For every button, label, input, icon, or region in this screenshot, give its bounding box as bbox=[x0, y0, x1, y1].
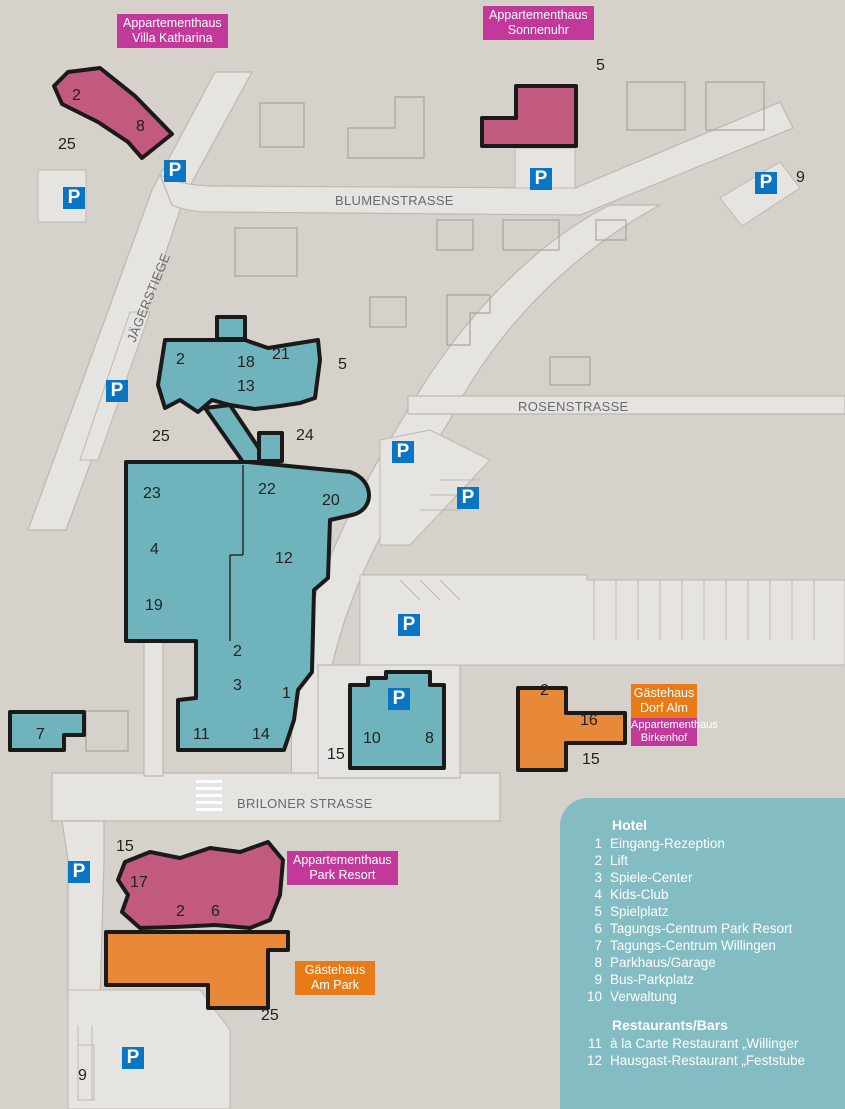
label-da-15: 15 bbox=[582, 751, 600, 768]
building-villa-katharina bbox=[52, 66, 174, 160]
parking-icon: P bbox=[388, 688, 410, 710]
street-label-briloner-strasse: BRILONER STRASSE bbox=[237, 796, 373, 811]
crosswalk bbox=[196, 780, 222, 811]
label-20: 20 bbox=[322, 492, 340, 509]
parking-icon: P bbox=[392, 441, 414, 463]
road-rosenstrasse bbox=[407, 395, 845, 415]
label-pr-17: 17 bbox=[130, 874, 148, 891]
label-c-2: 2 bbox=[233, 643, 242, 660]
parking-icon: P bbox=[63, 187, 85, 209]
parking-lot-south bbox=[67, 989, 231, 1109]
label-m-13: 13 bbox=[237, 378, 255, 395]
building-sonnenuhr bbox=[480, 84, 578, 148]
road-jaegerstiege bbox=[27, 71, 254, 531]
parking-icon: P bbox=[106, 380, 128, 402]
parking-icon: P bbox=[164, 160, 186, 182]
label-23: 23 bbox=[143, 485, 161, 502]
parking-icon: P bbox=[398, 614, 420, 636]
legend-heading-hotel: Hotel bbox=[612, 817, 647, 833]
label-lot-9: 9 bbox=[78, 1067, 87, 1084]
parking-lot-northwest bbox=[37, 169, 87, 223]
label-pr-6: 6 bbox=[211, 903, 220, 920]
label-pr-15: 15 bbox=[116, 838, 134, 855]
street-label-blumenstrasse: BLUMENSTRASSE bbox=[335, 193, 454, 208]
guesthouse-buildings bbox=[104, 686, 627, 1010]
parking-icon: P bbox=[530, 168, 552, 190]
road-west-lane bbox=[143, 640, 164, 777]
label-m-2: 2 bbox=[176, 351, 185, 368]
label-c-14: 14 bbox=[252, 726, 270, 743]
apartment-buildings bbox=[52, 66, 578, 930]
parking-icon: P bbox=[68, 861, 90, 883]
label-c-1: 1 bbox=[282, 685, 291, 702]
building-main-hotel bbox=[124, 460, 371, 752]
label-g-10: 10 bbox=[363, 730, 381, 747]
label-12: 12 bbox=[275, 550, 293, 567]
label-ap-25: 25 bbox=[261, 1007, 279, 1024]
label-c-3: 3 bbox=[233, 677, 242, 694]
road-south-lane bbox=[61, 820, 105, 1001]
label-25-north: 25 bbox=[58, 136, 76, 153]
building-north-tower bbox=[215, 315, 247, 341]
building-park-resort bbox=[116, 840, 285, 930]
label-22: 22 bbox=[258, 481, 276, 498]
parking-icon: P bbox=[755, 172, 777, 194]
label-19: 19 bbox=[145, 597, 163, 614]
label-villa-katharina: Appartementhaus Villa Katharina bbox=[117, 14, 228, 48]
label-pr-2: 2 bbox=[176, 903, 185, 920]
label-am-park: Gästehaus Am Park bbox=[295, 961, 375, 995]
parking-icon: P bbox=[122, 1047, 144, 1069]
label-m-21: 21 bbox=[272, 346, 290, 363]
label-m-18: 18 bbox=[237, 354, 255, 371]
label-sonnenuhr: Appartementhaus Sonnenuhr bbox=[483, 6, 594, 40]
label-24: 24 bbox=[296, 427, 314, 444]
roads bbox=[27, 71, 845, 1109]
label-bus-9: 9 bbox=[796, 169, 805, 186]
label-g-8: 8 bbox=[425, 730, 434, 747]
building-dorf-alm bbox=[516, 686, 627, 772]
building-garage bbox=[348, 670, 446, 770]
label-4: 4 bbox=[150, 541, 159, 558]
label-birkenhof: Appartementhaus Birkenhof bbox=[631, 718, 718, 746]
parking-icon: P bbox=[457, 487, 479, 509]
parking-lot-east bbox=[359, 574, 845, 666]
building-tower-24 bbox=[257, 431, 284, 463]
label-dorf-alm: Gästehaus Dorf Alm bbox=[631, 684, 697, 718]
hotel-buildings bbox=[8, 315, 446, 770]
label-25-middle: 25 bbox=[152, 428, 170, 445]
neighbour-buildings bbox=[85, 81, 765, 752]
building-tagungs-willingen bbox=[8, 710, 86, 752]
building-north-wing bbox=[156, 338, 322, 414]
label-sonnenuhr-5: 5 bbox=[596, 57, 605, 74]
street-label-rosenstrasse: ROSENSTRASSE bbox=[518, 399, 629, 414]
label-g-15: 15 bbox=[327, 746, 345, 763]
label-7: 7 bbox=[36, 726, 45, 743]
label-c-11: 11 bbox=[193, 726, 210, 743]
label-park-resort: Appartementhaus Park Resort bbox=[287, 851, 398, 885]
label-da-16: 16 bbox=[580, 712, 598, 729]
building-numbers: 2 8 25 5 9 2 18 21 13 5 25 24 23 22 20 4… bbox=[36, 57, 805, 1084]
label-vk-8: 8 bbox=[136, 118, 145, 135]
label-vk-2: 2 bbox=[72, 87, 81, 104]
legend-heading-restaurants: Restaurants/Bars bbox=[612, 1017, 728, 1033]
road-blumenstrasse bbox=[158, 101, 794, 216]
label-da-2: 2 bbox=[540, 682, 549, 699]
building-am-park bbox=[104, 930, 290, 1010]
label-spielplatz-5: 5 bbox=[338, 356, 347, 373]
